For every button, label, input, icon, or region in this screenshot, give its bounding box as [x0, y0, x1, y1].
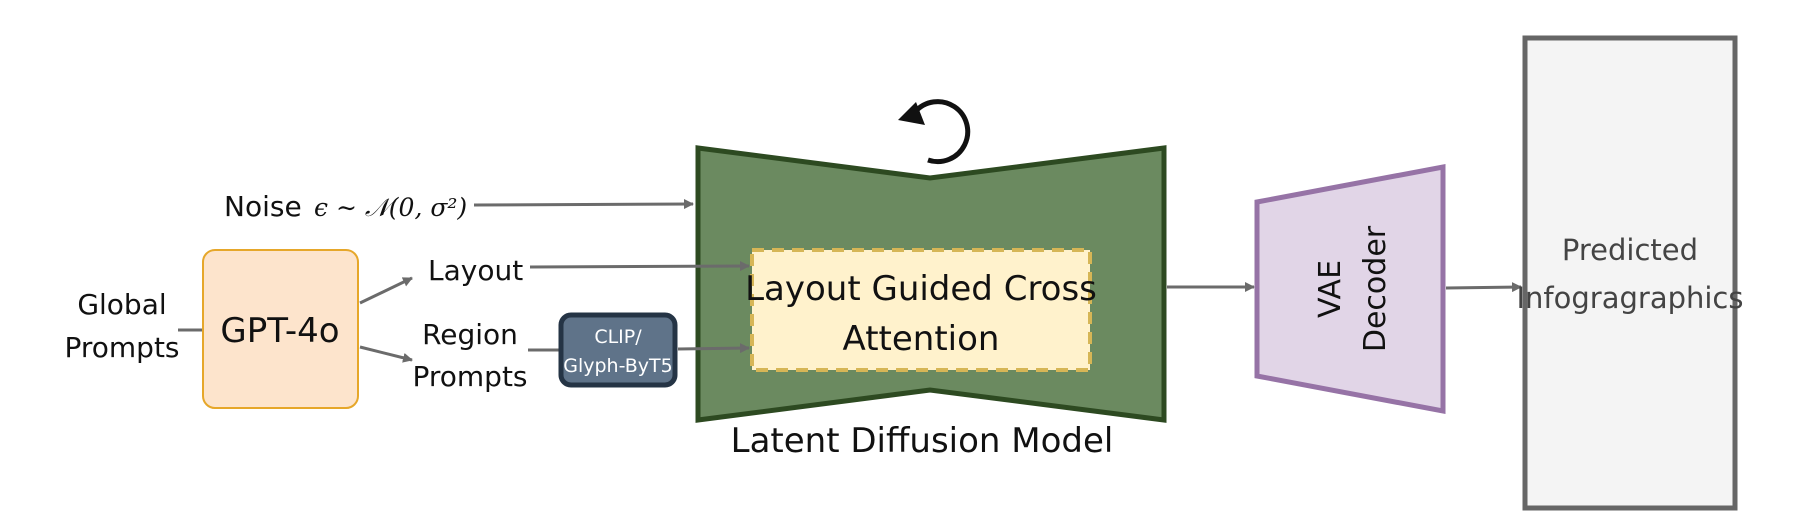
vae-decoder-label-line-1: VAE — [1313, 260, 1348, 318]
noise-label: Noise — [224, 190, 302, 223]
region-prompts-label-line-1: Region — [422, 318, 518, 351]
layout-label: Layout — [428, 254, 523, 287]
text-encoder-box — [558, 312, 678, 388]
output-label-line-2: Infogragraphics — [1517, 281, 1744, 315]
vae-decoder-label-line-2: Decoder — [1358, 225, 1393, 352]
cross-attention-label-line-1: Layout Guided Cross — [745, 269, 1097, 309]
gpt-to-layout-arrow — [359, 276, 413, 305]
encoder-to-attention-arrow — [677, 343, 750, 354]
gpt-box-label: GPT-4o — [220, 311, 339, 351]
counterclockwise-arrow-icon — [898, 99, 971, 165]
global-prompts-label-line-2: Prompts — [64, 331, 179, 364]
region-prompts-label-line-2: Prompts — [412, 360, 527, 393]
cross-attention-label-line-2: Attention — [843, 319, 1000, 359]
global-prompts-label-line-1: Global — [77, 288, 166, 321]
gpt-box — [202, 249, 359, 409]
layout-arrow — [529, 261, 750, 272]
output-panel — [1522, 35, 1738, 511]
output-label-line-1: Predicted — [1562, 233, 1698, 267]
vae-to-output-arrow — [1445, 282, 1522, 293]
vae-decoder-shape — [1254, 163, 1446, 415]
cross-attention-box — [750, 248, 1092, 372]
noise-arrow — [473, 199, 694, 210]
latent-diffusion-model-caption: Latent Diffusion Model — [731, 421, 1114, 461]
text-encoder-label-line-1: CLIP/ — [594, 326, 642, 348]
noise-formula: ϵ ∼ 𝒩(0, σ²) — [314, 193, 467, 222]
text-encoder-label-line-2: Glyph-ByT5 — [563, 355, 673, 377]
gpt-to-region-arrow — [359, 345, 413, 363]
